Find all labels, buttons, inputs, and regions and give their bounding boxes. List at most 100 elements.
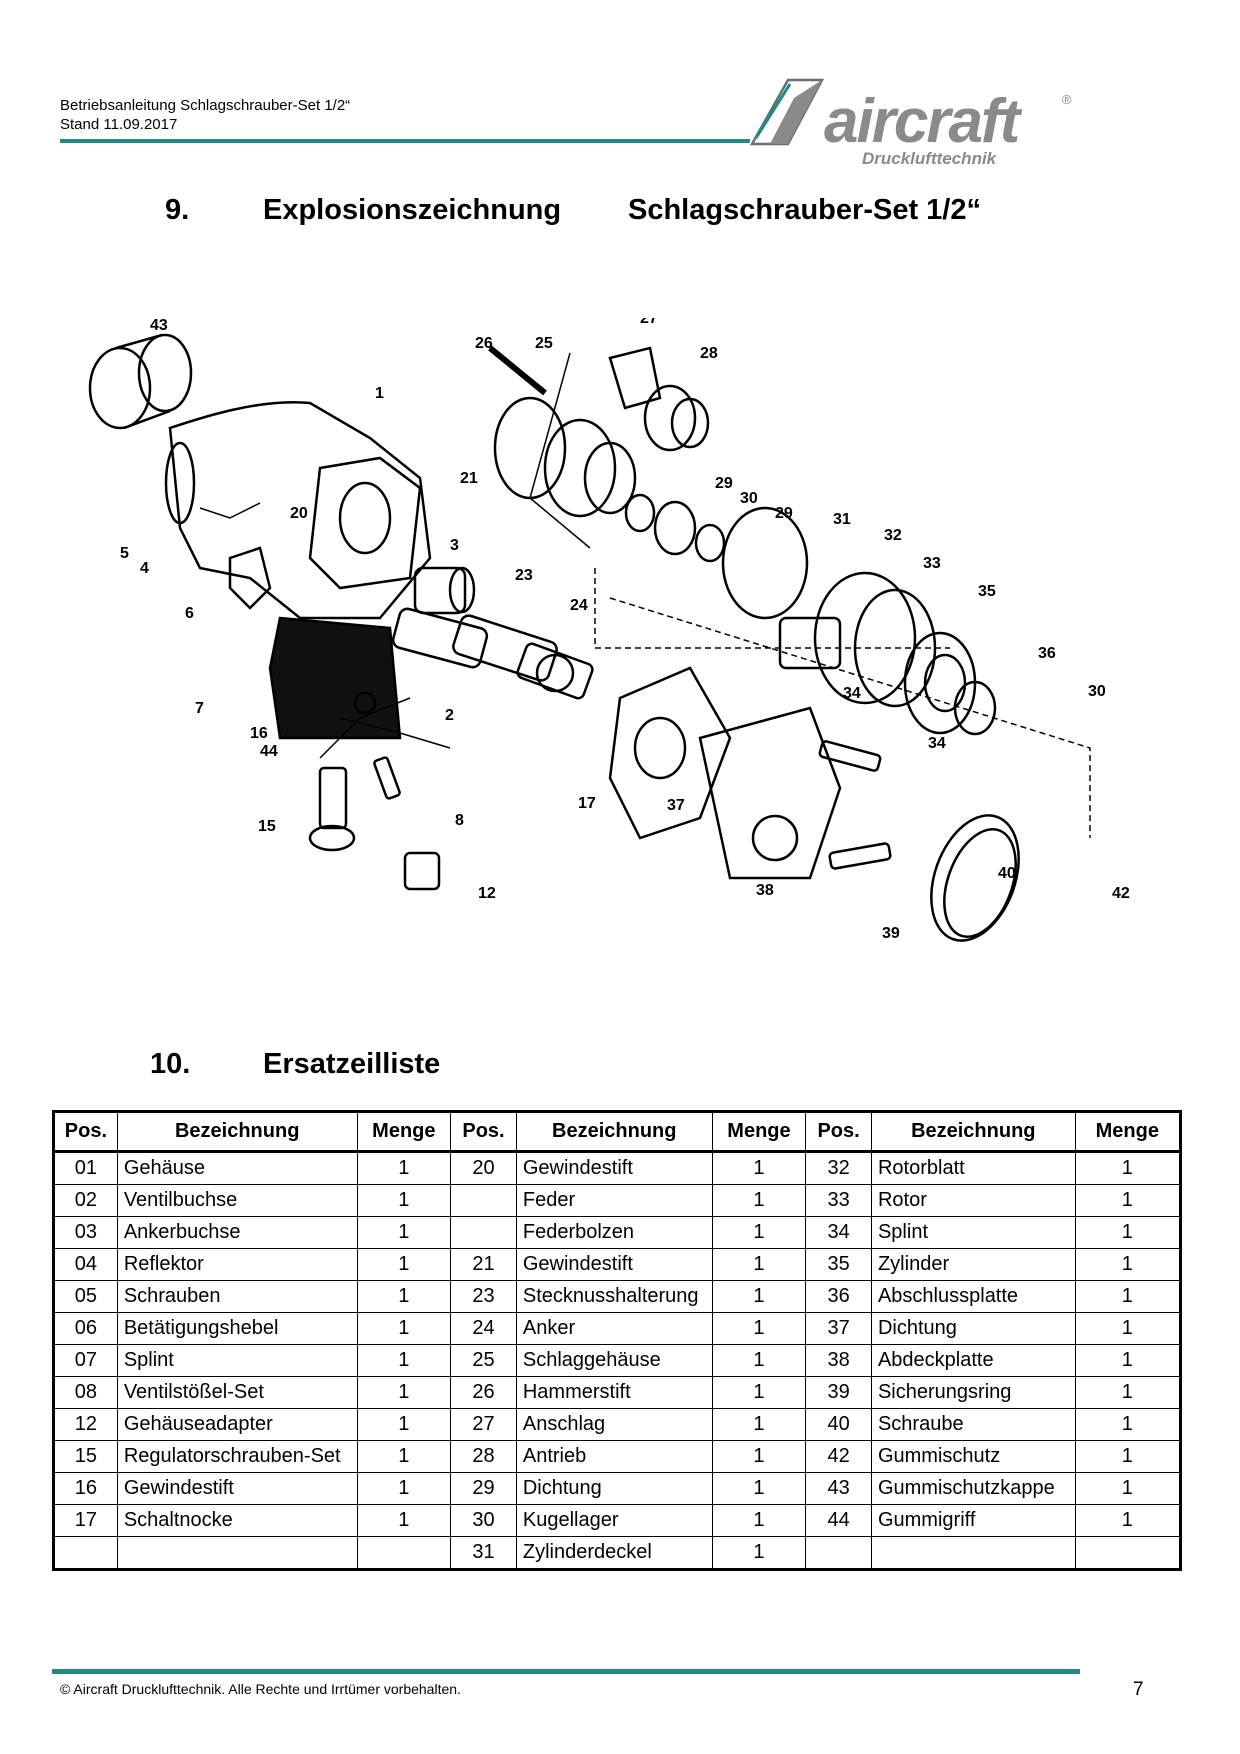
table-cell-name: Feder [515, 1184, 713, 1217]
table-cell-pos: 40 [805, 1408, 872, 1441]
table-cell-menge: 1 [711, 1151, 807, 1185]
table-cell-menge: 1 [711, 1376, 807, 1409]
callout-33: 33 [923, 555, 941, 572]
table-cell-menge: 1 [356, 1248, 452, 1281]
table-cell-name: Dichtung [515, 1472, 713, 1505]
table-cell-name [870, 1536, 1076, 1570]
callout-21: 21 [460, 470, 478, 487]
table-cell-menge: 1 [1074, 1151, 1182, 1185]
table-cell-menge: 1 [1074, 1184, 1182, 1217]
table-cell-pos: 42 [805, 1440, 872, 1473]
table-cell-name: Schlaggehäuse [515, 1344, 713, 1377]
col-header-pos-2: Pos. [450, 1111, 517, 1153]
table-cell-pos: 06 [53, 1312, 118, 1345]
table-cell-menge: 1 [356, 1472, 452, 1505]
table-cell-pos: 35 [805, 1248, 872, 1281]
logo-subtitle: Drucklufttechnik [862, 149, 998, 168]
callout-38: 38 [756, 882, 774, 899]
table-cell-menge: 1 [356, 1280, 452, 1313]
callout-29b: 29 [775, 505, 793, 522]
callout-15: 15 [258, 818, 276, 835]
col-header-pos-3: Pos. [805, 1111, 872, 1153]
table-cell-menge: 1 [356, 1312, 452, 1345]
callout-34b: 34 [928, 735, 946, 752]
table-cell-pos: 04 [53, 1248, 118, 1281]
table-cell-pos: 29 [450, 1472, 517, 1505]
table-cell-pos: 12 [53, 1408, 118, 1441]
table-cell-name: Gewindestift [515, 1248, 713, 1281]
table-cell-menge: 1 [1074, 1312, 1182, 1345]
document-title: Betriebsanleitung Schlagschrauber-Set 1/… [60, 97, 351, 114]
callout-30a: 30 [740, 490, 758, 507]
table-cell-pos: 31 [450, 1536, 517, 1570]
table-cell-name: Dichtung [870, 1312, 1076, 1345]
col-header-qty-2: Menge [711, 1111, 807, 1153]
callout-6: 6 [185, 605, 194, 622]
table-cell-pos: 36 [805, 1280, 872, 1313]
table-cell-pos: 01 [53, 1151, 118, 1185]
logo-word: aircraft [824, 87, 1023, 156]
table-cell-menge: 1 [711, 1248, 807, 1281]
table-cell-name: Schraube [870, 1408, 1076, 1441]
table-cell-pos: 23 [450, 1280, 517, 1313]
col-header-name-3: Bezeichnung [870, 1111, 1076, 1153]
table-cell-menge: 1 [1074, 1248, 1182, 1281]
callout-30b: 30 [1088, 683, 1106, 700]
table-cell-menge: 1 [711, 1504, 807, 1537]
callout-4: 4 [140, 560, 149, 577]
table-cell-name: Gummischutzkappe [870, 1472, 1076, 1505]
table-cell-pos [805, 1536, 872, 1570]
table-cell-name: Federbolzen [515, 1216, 713, 1249]
table-cell-pos [450, 1184, 517, 1217]
table-cell-menge: 1 [356, 1440, 452, 1473]
table-cell-pos: 43 [805, 1472, 872, 1505]
table-cell-pos: 17 [53, 1504, 118, 1537]
col-header-name-2: Bezeichnung [515, 1111, 713, 1153]
table-cell-name: Rotor [870, 1184, 1076, 1217]
callout-35: 35 [978, 583, 996, 600]
table-cell-pos: 38 [805, 1344, 872, 1377]
table-cell-menge [1074, 1536, 1182, 1570]
table-cell-menge: 1 [356, 1376, 452, 1409]
col-header-name-1: Bezeichnung [116, 1111, 358, 1153]
table-cell-name: Gewindestift [116, 1472, 358, 1505]
header-rule [60, 139, 750, 143]
table-cell-menge: 1 [711, 1440, 807, 1473]
document-date: Stand 11.09.2017 [60, 116, 178, 133]
parts-table: Pos. Bezeichnung Menge Pos. Bezeichnung … [52, 1110, 1182, 1571]
col-header-pos-1: Pos. [53, 1111, 118, 1153]
table-cell-pos: 33 [805, 1184, 872, 1217]
callout-27: 27 [640, 318, 658, 327]
table-cell-name: Schrauben [116, 1280, 358, 1313]
callout-23: 23 [515, 567, 533, 584]
table-cell-pos: 26 [450, 1376, 517, 1409]
table-cell-name: Gehäuse [116, 1151, 358, 1185]
section9-title: Explosionszeichnung [263, 194, 562, 226]
table-cell-menge: 1 [356, 1344, 452, 1377]
callout-34a: 34 [843, 685, 861, 702]
callout-5: 5 [120, 545, 129, 562]
table-cell-pos: 34 [805, 1216, 872, 1249]
table-cell-pos: 39 [805, 1376, 872, 1409]
table-cell-menge: 1 [1074, 1280, 1182, 1313]
diagram-callouts: 43 26 25 27 28 1 21 20 5 4 3 29 30 29 31… [120, 318, 1130, 942]
table-cell-menge: 1 [711, 1408, 807, 1441]
col-header-qty-3: Menge [1074, 1111, 1182, 1153]
table-cell-pos: 30 [450, 1504, 517, 1537]
table-cell-menge: 1 [1074, 1472, 1182, 1505]
table-cell-menge: 1 [1074, 1440, 1182, 1473]
table-cell-pos: 05 [53, 1280, 118, 1313]
callout-7: 7 [195, 700, 204, 717]
table-cell-name: Betätigungshebel [116, 1312, 358, 1345]
table-cell-menge: 1 [1074, 1344, 1182, 1377]
table-cell-name: Hammerstift [515, 1376, 713, 1409]
section10-title: Ersatzeilliste [263, 1048, 441, 1080]
table-cell-pos: 07 [53, 1344, 118, 1377]
table-cell-menge: 1 [1074, 1376, 1182, 1409]
table-cell-menge: 1 [356, 1151, 452, 1185]
